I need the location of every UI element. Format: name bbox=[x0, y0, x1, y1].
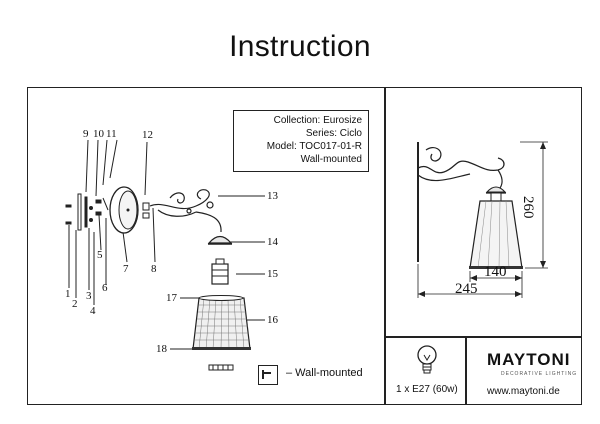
part-label-7: 7 bbox=[123, 263, 129, 275]
dimension-depth: 245 bbox=[455, 281, 478, 297]
dimension-shade-width: 140 bbox=[484, 264, 507, 280]
dimension-height: 260 bbox=[520, 196, 536, 219]
part-label-11: 11 bbox=[106, 128, 117, 140]
brand-url: www.maytoni.de bbox=[487, 386, 560, 397]
drawing-frame bbox=[27, 87, 582, 405]
part-label-18: 18 bbox=[156, 343, 167, 355]
part-label-14: 14 bbox=[267, 236, 278, 248]
info-model: Model: TOC017-01-R bbox=[266, 141, 362, 152]
part-label-9: 9 bbox=[83, 128, 89, 140]
part-label-12: 12 bbox=[142, 129, 153, 141]
part-label-6: 6 bbox=[102, 282, 108, 294]
part-label-3: 3 bbox=[86, 290, 92, 302]
wall-mounted-legend: – Wall-mounted bbox=[286, 367, 363, 379]
part-label-13: 13 bbox=[267, 190, 278, 202]
part-label-8: 8 bbox=[151, 263, 157, 275]
part-label-5: 5 bbox=[97, 249, 103, 261]
part-label-4: 4 bbox=[90, 305, 96, 317]
frame-divider-vertical bbox=[384, 87, 386, 405]
frame-divider-footer bbox=[465, 337, 467, 405]
part-label-2: 2 bbox=[72, 298, 78, 310]
part-label-16: 16 bbox=[267, 314, 278, 326]
info-mount: Wall-mounted bbox=[300, 154, 362, 165]
info-box: Collection: Eurosize Series: Ciclo Model… bbox=[233, 110, 369, 172]
wall-mounted-icon bbox=[258, 365, 278, 385]
info-collection: Collection: Eurosize bbox=[273, 115, 362, 126]
part-label-17: 17 bbox=[166, 292, 177, 304]
part-label-15: 15 bbox=[267, 268, 278, 280]
part-label-1: 1 bbox=[65, 288, 71, 300]
brand-logo: MAYTONI bbox=[487, 350, 571, 369]
page-title: Instruction bbox=[229, 30, 371, 63]
brand-subtitle: DECORATIVE LIGHTING bbox=[501, 371, 578, 377]
frame-divider-horizontal bbox=[384, 336, 582, 338]
bulb-spec: 1 x E27 (60w) bbox=[396, 384, 458, 395]
part-label-10: 10 bbox=[93, 128, 104, 140]
info-series: Series: Ciclo bbox=[305, 128, 362, 139]
